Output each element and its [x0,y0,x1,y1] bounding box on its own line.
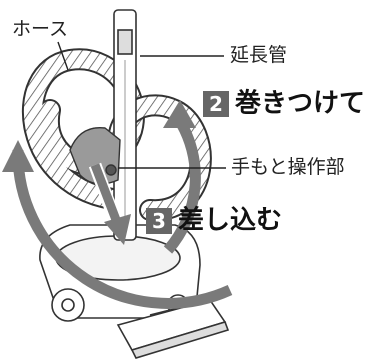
step-3-number: 3 [146,207,172,234]
handle-label: 手もと操作部 [231,156,345,178]
step-2-number: 2 [203,90,229,117]
rotation-arrow-left [12,149,233,309]
handle-grip [69,126,121,185]
rotation-arrow-right-head [163,100,196,128]
rotation-arrow-left-head [2,140,34,172]
extension-pipe [113,9,137,241]
extension-pipe-label: 延長管 [230,44,288,66]
step-2-text: 巻きつけて [235,88,366,119]
hose-label: ホース [12,18,69,40]
insert-arrow-head [104,214,131,245]
leader-hose [57,41,69,71]
step-3-text: 差し込む [178,205,283,236]
rotation-arrow-right [163,115,201,254]
